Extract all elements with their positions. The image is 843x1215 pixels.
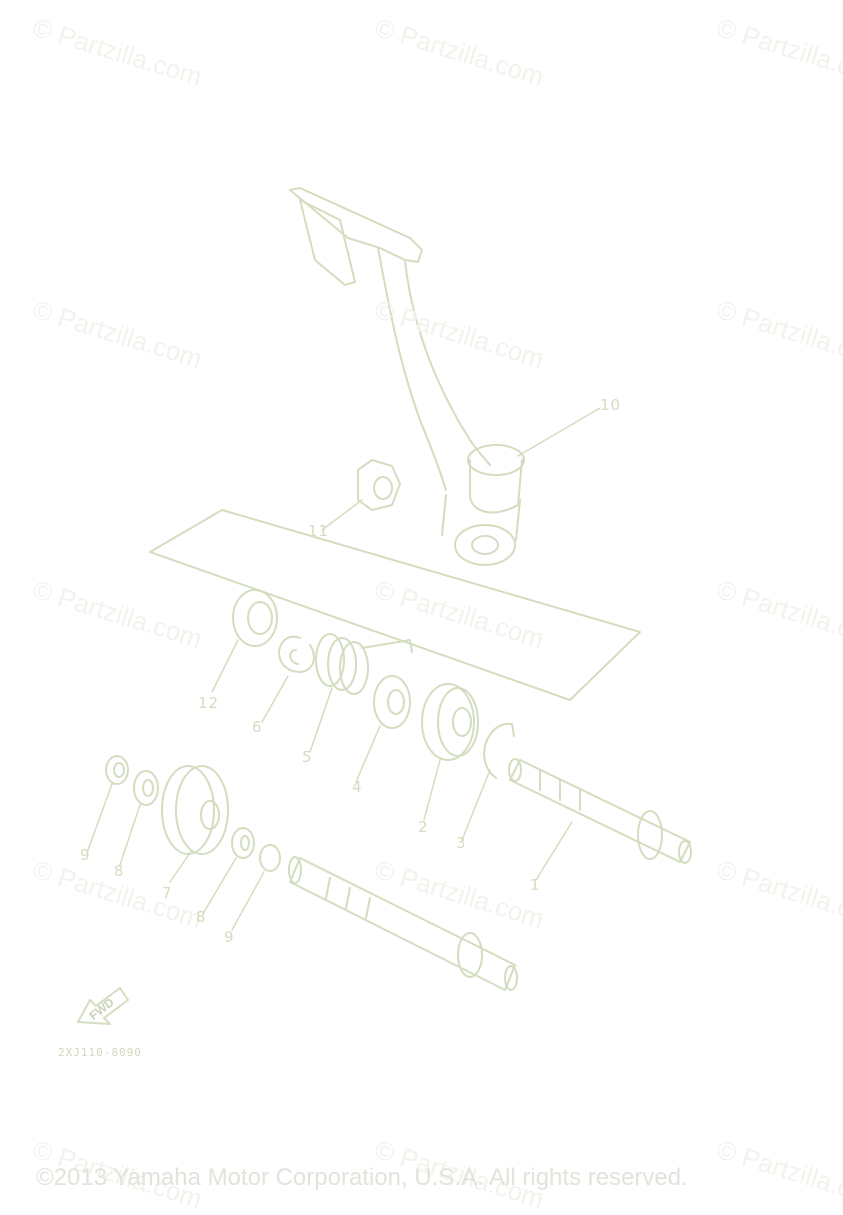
callout-4: 4 — [352, 778, 363, 796]
callout-9: 9 — [224, 928, 235, 946]
callout-1: 1 — [530, 876, 541, 894]
callout-3: 3 — [456, 834, 467, 852]
callout-6: 6 — [252, 718, 263, 736]
callout-11: 11 — [308, 522, 330, 540]
callout-5: 5 — [302, 748, 313, 766]
circlip-part-bottom — [259, 844, 281, 872]
callout-9: 9 — [80, 846, 91, 864]
callout-12: 12 — [198, 694, 220, 712]
oil-seal-part — [232, 589, 278, 647]
kick-lever-part — [289, 187, 525, 566]
callout-8: 8 — [114, 862, 125, 880]
washer-part — [373, 675, 411, 729]
callout-2: 2 — [418, 818, 429, 836]
secondary-shaft-part — [288, 856, 518, 991]
fwd-arrow — [77, 987, 129, 1025]
callout-10: 10 — [600, 396, 622, 414]
clip-part — [278, 635, 315, 673]
washer-part-bottom — [231, 827, 255, 859]
idle-gear-part — [161, 765, 229, 855]
leader-lines — [87, 407, 601, 931]
copyright-notice: ©2013 Yamaha Motor Corporation, U.S.A. A… — [36, 1164, 688, 1191]
callout-7: 7 — [162, 884, 173, 902]
kick-shaft-part — [508, 758, 692, 864]
torsion-spring-part — [315, 633, 413, 695]
callout-8: 8 — [196, 908, 207, 926]
circlip-part-top — [105, 755, 129, 785]
assembly-outline — [149, 509, 641, 701]
diagram-code: 2XJ110-8090 — [58, 1046, 142, 1059]
ratchet-wheel-part — [421, 683, 479, 761]
nut-part — [357, 459, 401, 511]
washer-part-top — [133, 770, 159, 806]
